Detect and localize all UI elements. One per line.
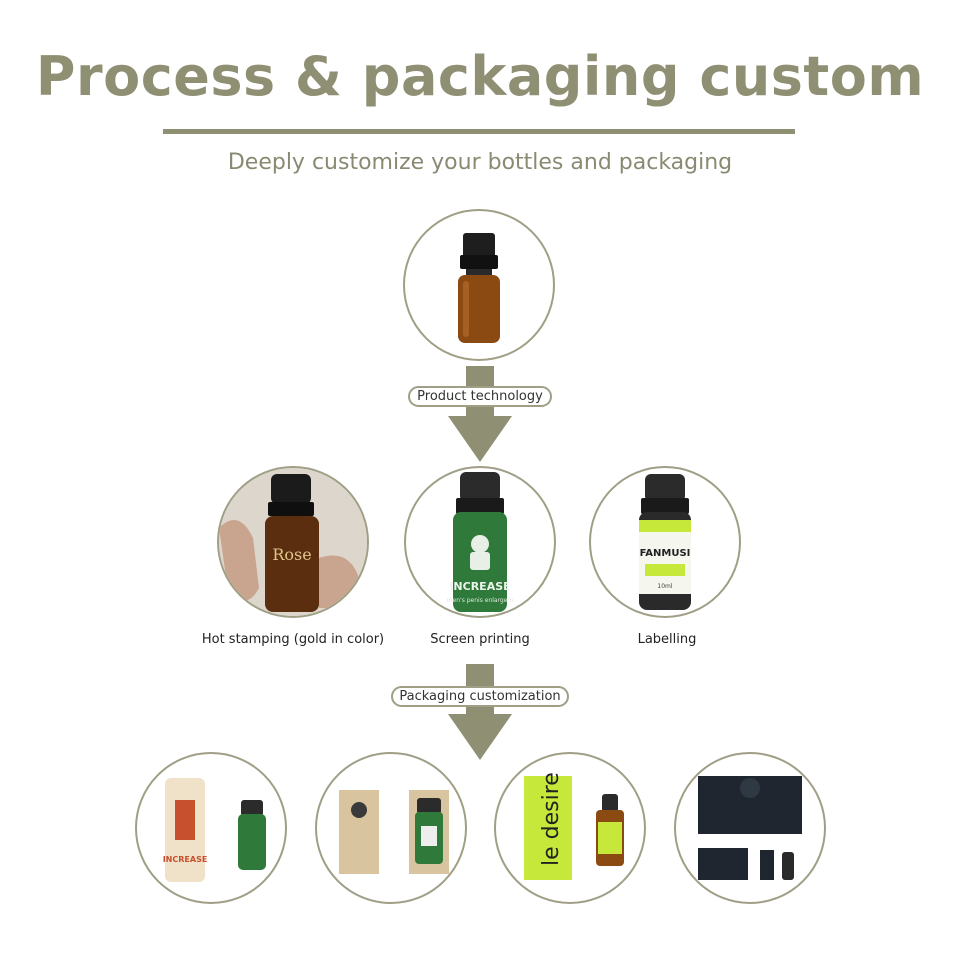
amber-bottle-image <box>458 233 500 343</box>
title-divider <box>163 129 795 134</box>
yellow-box-text: le desire <box>539 772 564 866</box>
base-bottle-circle <box>403 209 555 361</box>
screen-printing-circle: INCREASE men's penis enlargem <box>404 466 556 618</box>
labelling-circle: FANMUSI 10ml <box>589 466 741 618</box>
technique-label-screen-printing: Screen printing <box>430 632 530 647</box>
tube-print-text: INCREASE <box>163 855 208 864</box>
green-bottle-image: INCREASE men's penis enlargem <box>447 472 514 612</box>
packaging-customization-label: Packaging customization <box>391 686 569 707</box>
kraft-box-image <box>339 790 449 874</box>
yellow-box-image: le desire <box>524 772 624 880</box>
page-subtitle: Deeply customize your bottles and packag… <box>227 150 733 175</box>
screen-print-text: INCREASE <box>449 580 510 593</box>
label-brand-text: FANMUSI <box>640 548 691 559</box>
screen-print-subtext: men's penis enlargem <box>447 597 514 604</box>
package-box-circle <box>315 752 467 904</box>
package-tube-circle: INCREASE <box>135 752 287 904</box>
stamp-text: Rose <box>272 545 311 564</box>
hot-stamping-circle: Rose <box>217 466 369 618</box>
hot-stamping-bottle-image: Rose <box>219 468 367 616</box>
product-technology-label: Product technology <box>408 386 552 407</box>
labelled-bottle-image: FANMUSI 10ml <box>639 474 691 610</box>
paper-tube-image: INCREASE <box>163 778 266 882</box>
technique-label-labelling: Labelling <box>637 632 697 647</box>
package-yellow-circle: le desire <box>494 752 646 904</box>
technique-label-hot-stamping: Hot stamping (gold in color) <box>201 632 385 647</box>
arrow-down-icon <box>448 416 512 462</box>
gift-box-image <box>698 776 802 880</box>
page-title: Process & packaging custom <box>35 45 925 108</box>
label-volume-text: 10ml <box>657 583 672 590</box>
arrow-down-icon <box>448 714 512 760</box>
package-gift-circle <box>674 752 826 904</box>
